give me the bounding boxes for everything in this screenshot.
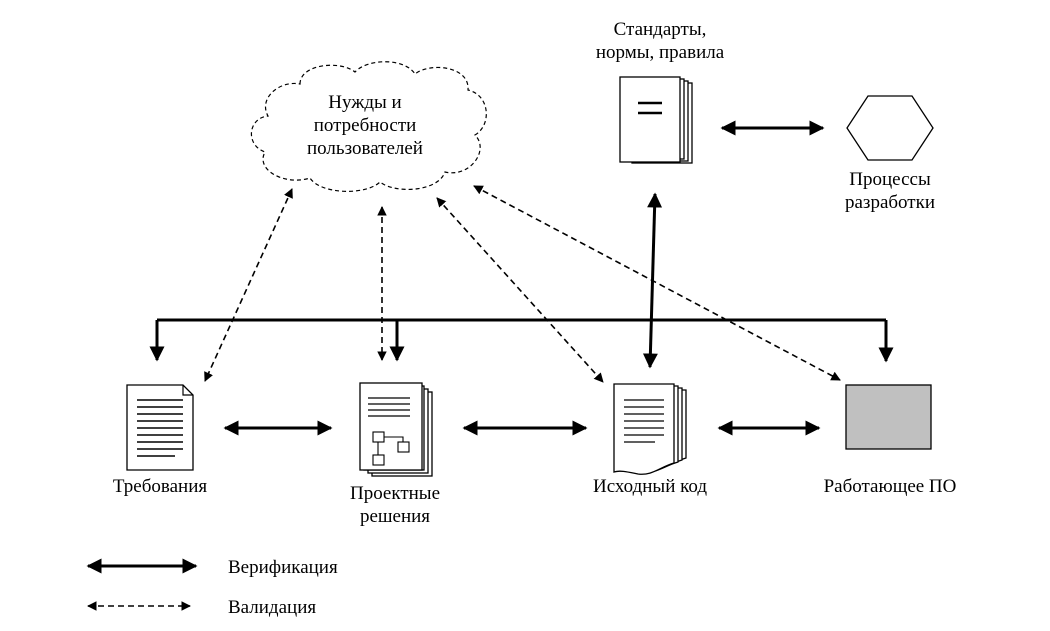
requirements-label: Требования	[80, 475, 240, 498]
user-needs-cloud	[250, 61, 487, 192]
needs-label-line1: Нужды и	[328, 92, 402, 113]
process-hexagon-icon	[846, 95, 934, 161]
needs-label-line2: потребности	[313, 115, 417, 136]
processes-label: Процессы разработки	[800, 168, 980, 214]
source-label: Исходный код	[565, 475, 735, 498]
legend-validation-label: Валидация	[228, 597, 317, 618]
requirements-document-icon	[126, 384, 194, 471]
needs-label: Нужды и потребности пользователей	[270, 91, 460, 160]
arrow-needs-software	[473, 185, 841, 381]
arrow-needs-source	[436, 197, 604, 383]
validation-arrows	[204, 185, 841, 383]
standards-label-line2: нормы, правила	[595, 42, 725, 63]
processes-label-line2: разработки	[845, 192, 935, 213]
processes-label-line1: Процессы	[849, 169, 931, 190]
verification-bus	[149, 318, 894, 363]
standards-label: Стандарты, нормы, правила	[560, 18, 760, 64]
arrow-needs-requirements	[204, 188, 293, 382]
standards-document-icon	[619, 76, 693, 164]
software-label-line1: Работающее ПО	[823, 476, 957, 497]
needs-label-line3: пользователей	[307, 138, 423, 159]
working-software-box	[845, 384, 932, 450]
verification-arrows	[223, 120, 825, 436]
requirements-label-line1: Требования	[112, 476, 208, 497]
design-label-line2: решения	[359, 506, 431, 527]
legend-verification-label: Верификация	[228, 557, 338, 578]
software-label: Работающее ПО	[795, 475, 985, 498]
design-document-icon	[359, 382, 433, 477]
standards-label-line1: Стандарты,	[613, 19, 707, 40]
source-label-line1: Исходный код	[592, 476, 708, 497]
source-code-document-icon	[613, 383, 687, 475]
design-label: Проектные решения	[310, 482, 480, 528]
design-label-line1: Проектные	[349, 483, 441, 504]
